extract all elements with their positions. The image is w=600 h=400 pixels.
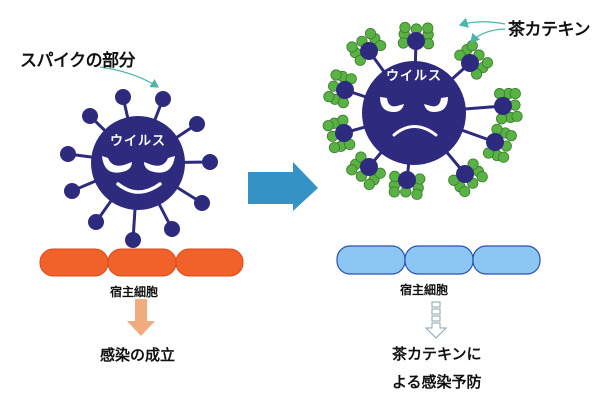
- spike-tip: [461, 54, 479, 72]
- host-cell: [404, 245, 474, 275]
- host-cell: [336, 245, 406, 275]
- catechin-molecule: [322, 120, 334, 132]
- catechin-annotation-arrow: [458, 17, 506, 28]
- spike-tip: [336, 81, 354, 99]
- catechin-molecule: [388, 186, 400, 198]
- catechin-molecule: [414, 173, 426, 185]
- spike-part-label: スパイクの部分: [20, 51, 136, 71]
- catechin-molecule: [399, 21, 411, 34]
- spike-tip: [60, 146, 76, 162]
- host-cells-infected: [39, 248, 244, 277]
- catechin-molecule: [355, 151, 367, 163]
- catechin-molecule: [330, 69, 342, 81]
- host-cell: [107, 248, 177, 277]
- catechin-molecule: [511, 110, 523, 122]
- spike-tip: [189, 116, 205, 132]
- sad-eye-left-icon: [380, 97, 404, 112]
- catechin-molecule: [346, 164, 358, 176]
- catechin-molecule: [476, 171, 488, 183]
- host-cell-label-right: 宿主細胞: [400, 283, 449, 297]
- catechin-molecule: [354, 54, 366, 66]
- spike-tip: [155, 91, 171, 107]
- spike-tip: [398, 171, 416, 189]
- virus-sad-with-catechin: [322, 21, 523, 200]
- catechin-molecule: [337, 114, 349, 126]
- catechin-molecule: [411, 188, 423, 200]
- catechin-molecule: [491, 123, 503, 135]
- catechin-molecule: [323, 91, 335, 103]
- catechin-molecule: [397, 37, 409, 49]
- prevention-label-line2: よる感染予防: [392, 373, 482, 391]
- host-cells-protected: [336, 245, 541, 275]
- catechin-molecule: [481, 57, 494, 69]
- tea-catechin-label: 茶カテキン: [508, 20, 591, 40]
- spike-tip: [88, 214, 104, 230]
- spike-tip: [115, 89, 131, 105]
- spike-tip: [194, 195, 210, 211]
- frown-mouth-icon: [392, 125, 438, 137]
- catechin-molecule: [509, 88, 521, 100]
- catechin-molecule: [505, 130, 517, 142]
- virus-angry: [60, 89, 218, 248]
- spike-tip: [64, 183, 80, 199]
- catechin-molecule: [363, 178, 375, 191]
- host-cell-label-left: 宿主細胞: [110, 285, 159, 299]
- prevention-arrow-icon: [424, 301, 448, 339]
- spike-tip: [202, 154, 218, 170]
- spike-tip: [335, 124, 353, 142]
- virus-label-left: ウイルス: [110, 134, 166, 149]
- spike-tip: [164, 221, 180, 237]
- spike-tip: [360, 42, 378, 60]
- catechin-molecule: [328, 141, 341, 154]
- spike-tip: [407, 32, 425, 50]
- catechin-molecule: [495, 113, 508, 125]
- angry-eye-right-icon: [144, 156, 175, 173]
- spike-tip: [360, 158, 378, 176]
- angry-eye-left-icon: [102, 156, 132, 173]
- transition-arrow-icon: [248, 162, 318, 211]
- sad-eye-right-icon: [424, 97, 448, 112]
- spike-annotation-arrow: [99, 66, 160, 88]
- host-cell: [175, 248, 244, 277]
- catechin-molecule: [497, 151, 510, 163]
- catechin-annotation-arrow: [470, 28, 506, 43]
- catechin-molecule: [346, 41, 358, 53]
- virus-body: [362, 61, 466, 165]
- catechin-molecule: [422, 22, 434, 34]
- catechin-molecule: [466, 40, 478, 52]
- host-cell: [472, 245, 541, 275]
- spike-tip: [456, 165, 474, 183]
- infection-arrow-icon: [127, 299, 155, 336]
- spike-tip: [125, 232, 141, 248]
- virus-body: [91, 116, 185, 210]
- infection-established-label: 感染の成立: [100, 346, 176, 364]
- spike-tip: [486, 133, 504, 151]
- spike-tip: [494, 97, 512, 115]
- catechin-molecule: [364, 28, 377, 40]
- virus-label-right: ウイルス: [386, 69, 442, 84]
- smile-mouth-icon: [116, 182, 162, 194]
- spike-tip: [82, 108, 98, 124]
- catechin-molecule: [459, 185, 471, 198]
- catechin-molecule: [337, 97, 349, 109]
- catechin-molecule: [454, 49, 466, 61]
- catechin-molecule: [467, 158, 479, 170]
- host-cell: [39, 248, 109, 277]
- prevention-label-line1: 茶カテキンに: [392, 345, 482, 363]
